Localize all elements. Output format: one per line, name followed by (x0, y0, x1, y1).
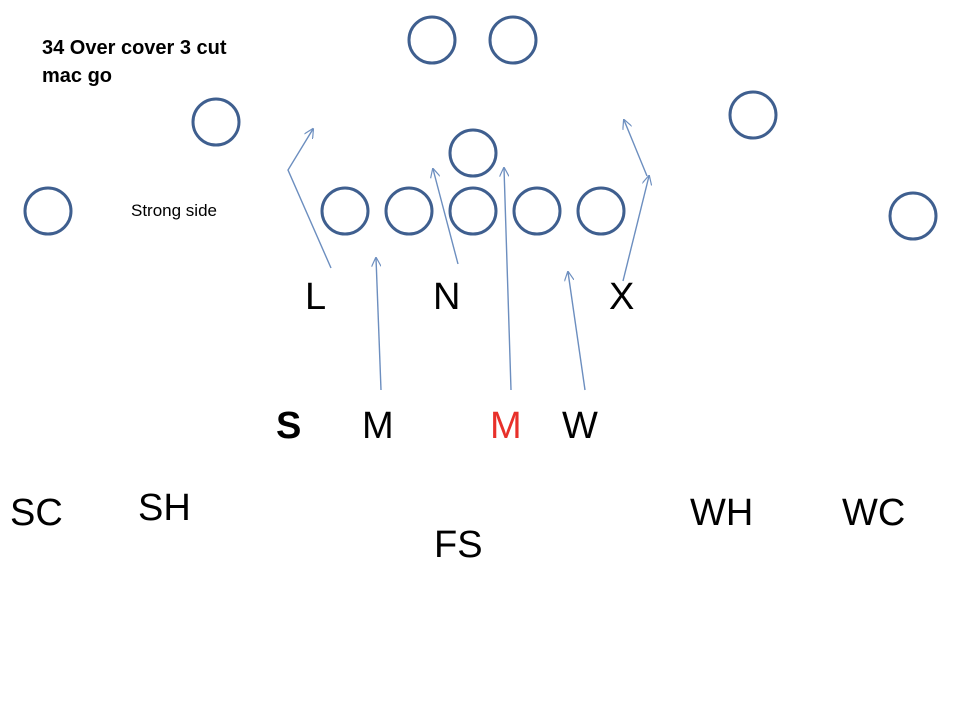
offense-back-right-circle (488, 15, 538, 65)
defender-fs-label: FS (434, 524, 483, 566)
offense-quarterback-circle (448, 128, 498, 178)
l-route-arrow (287, 129, 332, 269)
offense-left-slot-circle (191, 97, 241, 147)
n-route-arrow (433, 169, 459, 265)
defender-sc-label: SC (10, 492, 63, 534)
x-release-arrow (624, 120, 648, 177)
defender-s-label: S (276, 405, 302, 447)
offense-right-guard-circle (512, 186, 562, 236)
mac-route-arrow (504, 168, 512, 391)
strong-side-note: Strong side (131, 201, 217, 220)
defender-wh-label: WH (690, 492, 754, 534)
offense-players (23, 15, 938, 241)
defender-sh-label: SH (138, 487, 191, 529)
route-arrows (287, 120, 649, 391)
offense-left-receiver-circle (23, 186, 73, 236)
offense-back-left-circle (407, 15, 457, 65)
defender-n-label: N (433, 276, 461, 318)
w-route-arrow (568, 272, 586, 391)
offense-right-receiver-circle (888, 191, 938, 241)
defender-x-label: X (609, 276, 635, 318)
offense-left-tackle-circle (320, 186, 370, 236)
x-route-arrow (622, 176, 649, 282)
m-route-arrow (376, 258, 382, 391)
offense-center-circle (448, 186, 498, 236)
defender-wc-label: WC (842, 492, 906, 534)
defender-w-label: W (562, 405, 598, 447)
defender-l-label: L (305, 276, 327, 318)
play-title-line-1: 34 Over cover 3 cut (42, 37, 227, 59)
offense-left-guard-circle (384, 186, 434, 236)
offense-right-slot-circle (728, 90, 778, 140)
defender-m-label: M (362, 405, 394, 447)
defender-mac-label: M (490, 405, 522, 447)
offense-right-tackle-circle (576, 186, 626, 236)
play-title-line-2: mac go (42, 65, 113, 87)
play-title: 34 Over cover 3 cut mac go (42, 34, 312, 90)
